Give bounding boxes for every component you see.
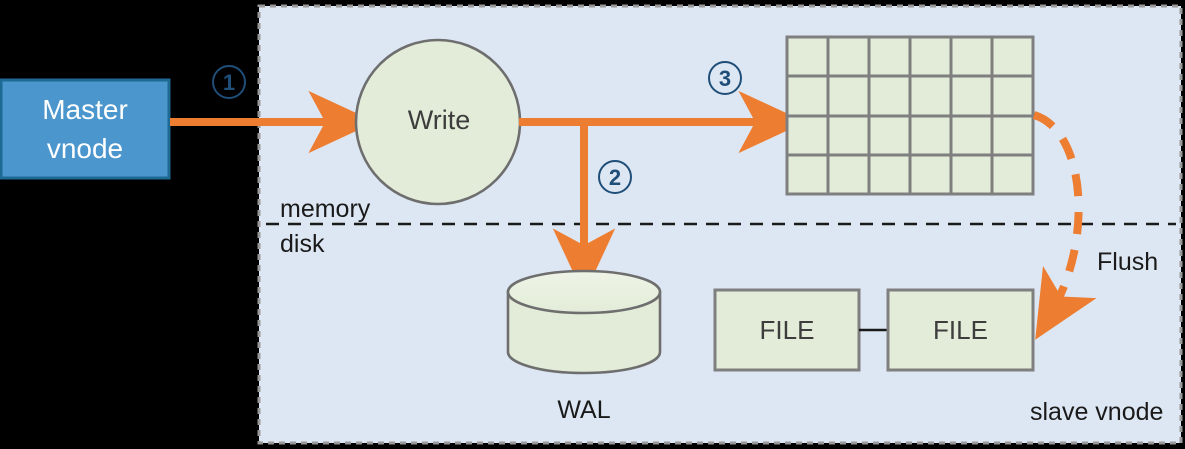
wal-label: WAL <box>557 396 611 424</box>
step-badge-2: 2 <box>598 160 632 194</box>
master-vnode-label-line2: vnode <box>46 133 124 164</box>
disk-region-label: disk <box>280 230 325 258</box>
file-box-2 <box>886 288 1035 372</box>
slave-vnode-label: slave vnode <box>1030 398 1164 426</box>
memory-region-label: memory <box>280 195 371 223</box>
master-vnode-label-line1: Master <box>42 94 128 125</box>
flush-label: Flush <box>1097 248 1159 276</box>
step-badge-3: 3 <box>708 61 742 95</box>
file-box-2-label: FILE <box>933 315 988 345</box>
file-box-1-label: FILE <box>759 315 815 345</box>
flush-arrow <box>1032 111 1097 340</box>
master-vnode-label: Master vnode <box>0 90 170 168</box>
master-vnode-box <box>0 78 171 180</box>
write-node-label: Write <box>407 105 471 135</box>
step-badge-1: 1 <box>212 65 246 99</box>
memory-table <box>785 35 1035 196</box>
wal-cylinder <box>506 269 662 375</box>
